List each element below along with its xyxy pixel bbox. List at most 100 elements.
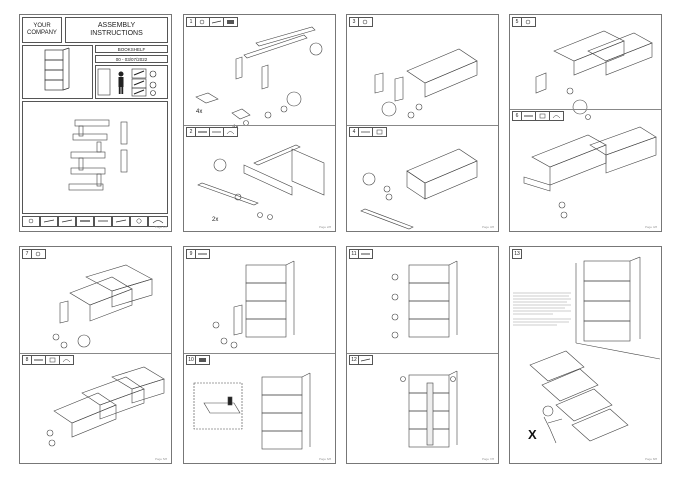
- page-steps-7-8: 7 8: [19, 246, 172, 464]
- product-thumbnail: [22, 45, 93, 99]
- hardware-icon: [359, 249, 373, 259]
- step-1-header: 1: [186, 17, 238, 27]
- step-number: 10: [186, 355, 196, 365]
- step-divider: [20, 353, 171, 354]
- step-number: 5: [512, 17, 522, 27]
- step-12-header: 12: [349, 355, 373, 365]
- step-number: 13: [512, 249, 522, 259]
- hardware-d: [76, 216, 94, 227]
- step-2-header: 2: [186, 127, 238, 137]
- page-number: Page 6/8: [318, 457, 331, 461]
- step-divider: [347, 353, 498, 354]
- step-8-illustration: [46, 366, 165, 447]
- step-number: 3: [349, 17, 359, 27]
- step-number: 11: [349, 249, 359, 259]
- hardware-icon: [46, 355, 60, 365]
- page-steps-5-6: 5 6: [509, 14, 662, 232]
- step-2-illustration: 2x: [197, 144, 325, 223]
- page-number: Page 5/8: [154, 457, 167, 461]
- safety-warning-text: [513, 291, 573, 331]
- step-divider: [184, 125, 335, 126]
- page-steps-9-10: 9 10: [183, 246, 336, 464]
- step-number: 9: [186, 249, 196, 259]
- hardware-icon: [224, 127, 238, 137]
- page-steps-11-12: 11 12: [346, 246, 499, 464]
- qty-label: 4x: [196, 109, 202, 115]
- hardware-icon: [196, 17, 210, 27]
- page-number: Page 4/8: [644, 225, 657, 229]
- step-divider: [184, 353, 335, 354]
- page-steps-3-4: 3 4: [346, 14, 499, 232]
- hardware-a: [22, 216, 40, 227]
- hardware-icon: [359, 355, 373, 365]
- hardware-icon: [32, 355, 46, 365]
- code-date: 00 - 03/07/2022: [95, 55, 168, 63]
- exploded-view: [22, 101, 168, 214]
- hardware-icon: [359, 17, 373, 27]
- product-name: BOOKSHELF: [95, 45, 168, 53]
- step-13-illustration: X: [528, 256, 661, 444]
- hardware-icon: [536, 111, 550, 121]
- page-number: Page 1/8: [154, 225, 167, 229]
- hammer-icon: [131, 87, 147, 97]
- step-1-illustration: 4x 4x: [195, 26, 323, 131]
- page-number: Page 8/8: [644, 457, 657, 461]
- step-divider: [347, 125, 498, 126]
- hardware-f: [112, 216, 130, 227]
- step-3-header: 3: [349, 17, 373, 27]
- step-6-header: 6: [512, 111, 564, 121]
- page-number: Page 2/8: [318, 225, 331, 229]
- title-line1: ASSEMBLY: [97, 22, 136, 29]
- drill-icon: [131, 78, 147, 89]
- step-5-header: 5: [512, 17, 536, 27]
- hardware-icon: [196, 355, 210, 365]
- step-10-header: 10: [186, 355, 210, 365]
- hardware-icon: [550, 111, 564, 121]
- hardware-icon: [359, 127, 373, 137]
- step-4-illustration: [360, 148, 478, 230]
- bookshelf-thumbnail-icon: [44, 47, 70, 91]
- tools-box: [95, 65, 168, 99]
- hardware-icon: [522, 111, 536, 121]
- hardware-b: [40, 216, 58, 227]
- step-9-illustration: [212, 260, 295, 349]
- step-11-illustration: [391, 260, 458, 339]
- hardware-icon: [196, 249, 210, 259]
- step-10-illustration: [193, 372, 311, 450]
- step-number: 4: [349, 127, 359, 137]
- title-line2: INSTRUCTIONS: [90, 30, 143, 37]
- company-line2: COMPANY: [27, 30, 57, 36]
- hardware-icon: [373, 127, 387, 137]
- person-icon: [118, 71, 124, 94]
- company-line1: YOUR: [33, 23, 51, 29]
- step-7-illustration: [52, 264, 153, 349]
- hardware-e: [94, 216, 112, 227]
- step-8-header: 8: [22, 355, 74, 365]
- step-number: 8: [22, 355, 32, 365]
- step-9-header: 9: [186, 249, 210, 259]
- step-13-header: 13: [512, 249, 522, 259]
- step-11-header: 11: [349, 249, 373, 259]
- page-step-13: 13: [509, 246, 662, 464]
- step-4-header: 4: [349, 127, 387, 137]
- qty-label: 2x: [212, 217, 218, 223]
- step-number: 7: [22, 249, 32, 259]
- step-number: 1: [186, 17, 196, 27]
- hardware-icon: [60, 355, 74, 365]
- step-5-illustration: [535, 30, 653, 120]
- hardware-icon: [32, 249, 46, 259]
- page-number: Page 3/8: [481, 225, 494, 229]
- hardware-icon: [210, 17, 224, 27]
- page-steps-1-2: 1 4x 4x 2: [183, 14, 336, 232]
- hardware-c: [58, 216, 76, 227]
- step-number: 2: [186, 127, 196, 137]
- step-divider: [510, 109, 661, 110]
- do-not-mark: X: [528, 427, 537, 442]
- step-12-illustration: [400, 370, 458, 448]
- step-6-illustration: [523, 126, 657, 219]
- hardware-icon: [224, 17, 238, 27]
